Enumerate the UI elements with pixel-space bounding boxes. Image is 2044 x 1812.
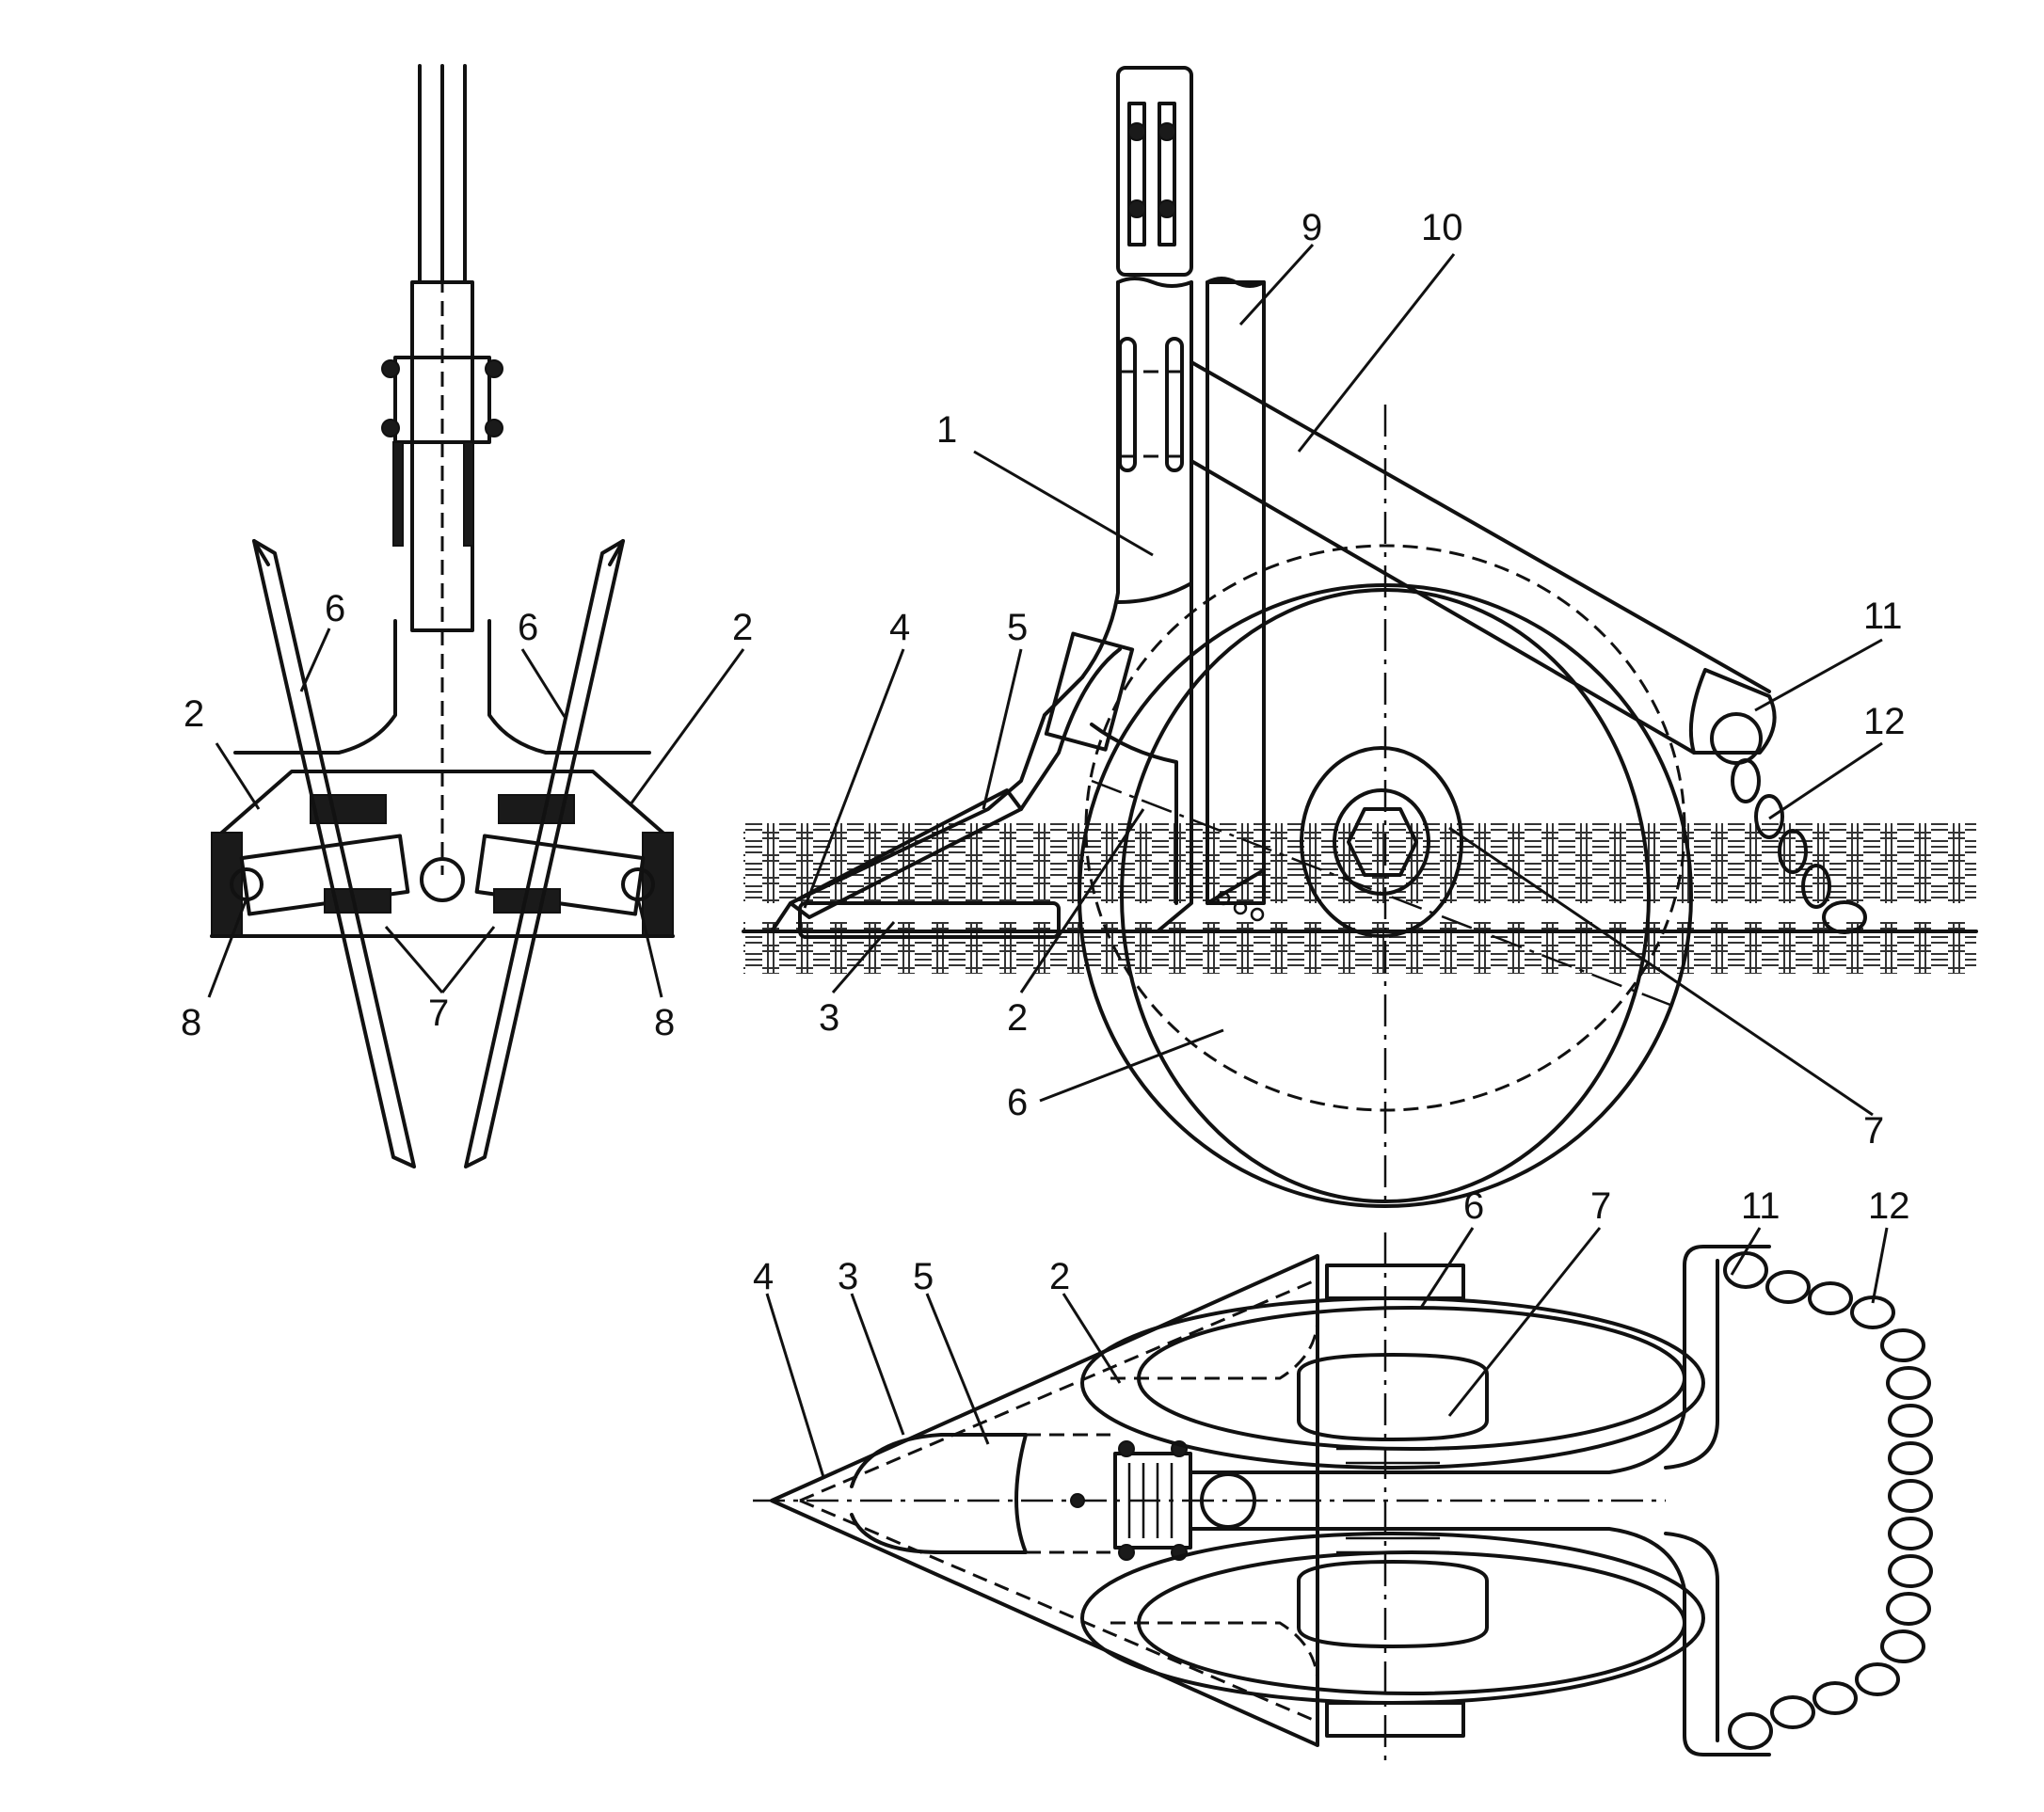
top-chain-12 [1723, 1251, 1933, 1750]
side-leaders [803, 243, 1883, 1117]
side-label-3: 3 [819, 997, 839, 1039]
top-label-5: 5 [913, 1256, 934, 1297]
top-label-4: 4 [753, 1256, 774, 1297]
side-arm-10 [1190, 360, 1777, 765]
side-shank [1043, 66, 1193, 717]
front-shank [233, 64, 651, 875]
side-label-11: 11 [1863, 596, 1903, 637]
front-label-6-left: 6 [325, 588, 345, 629]
top-wheel-upper [1080, 1264, 1705, 1470]
top-label-7: 7 [1590, 1185, 1611, 1227]
side-bar-9 [1206, 277, 1266, 905]
top-label-3: 3 [838, 1256, 858, 1297]
front-label-2-left: 2 [184, 693, 204, 735]
side-label-9: 9 [1301, 207, 1322, 248]
side-label-12: 12 [1863, 701, 1906, 742]
soil-surface-gap [743, 903, 1976, 922]
top-label-11: 11 [1741, 1185, 1781, 1227]
side-label-1: 1 [936, 409, 957, 451]
front-leaders [207, 628, 745, 998]
side-chain-12 [1731, 758, 1867, 934]
soil-hatching [743, 823, 1976, 974]
front-label-8-left: 8 [181, 1002, 201, 1043]
front-label-2-right: 2 [732, 607, 753, 648]
top-label-2: 2 [1049, 1256, 1070, 1297]
side-label-6: 6 [1007, 1082, 1028, 1123]
side-label-4: 4 [889, 607, 910, 648]
side-wheel-6 [1078, 405, 1693, 1208]
top-view: 4 3 5 2 6 7 11 12 [753, 1185, 1933, 1769]
side-view: 1 9 10 4 5 11 12 3 2 6 7 [742, 66, 1978, 1208]
side-opener [770, 581, 1193, 939]
top-wedge [753, 1254, 1666, 1747]
front-label-8-right: 8 [654, 1002, 675, 1043]
top-wheel-lower [1080, 1532, 1705, 1738]
side-label-10: 10 [1421, 207, 1463, 248]
top-label-6: 6 [1463, 1185, 1484, 1227]
side-label-2: 2 [1007, 997, 1028, 1039]
front-blades [252, 539, 625, 1168]
front-label-6-right: 6 [518, 607, 538, 648]
front-view: 6 6 2 2 8 8 7 [181, 64, 753, 1168]
top-label-12: 12 [1868, 1185, 1910, 1227]
side-label-7: 7 [1863, 1110, 1884, 1152]
top-leaders [765, 1227, 1889, 1478]
side-label-5: 5 [1007, 607, 1028, 648]
front-label-7: 7 [428, 993, 449, 1034]
